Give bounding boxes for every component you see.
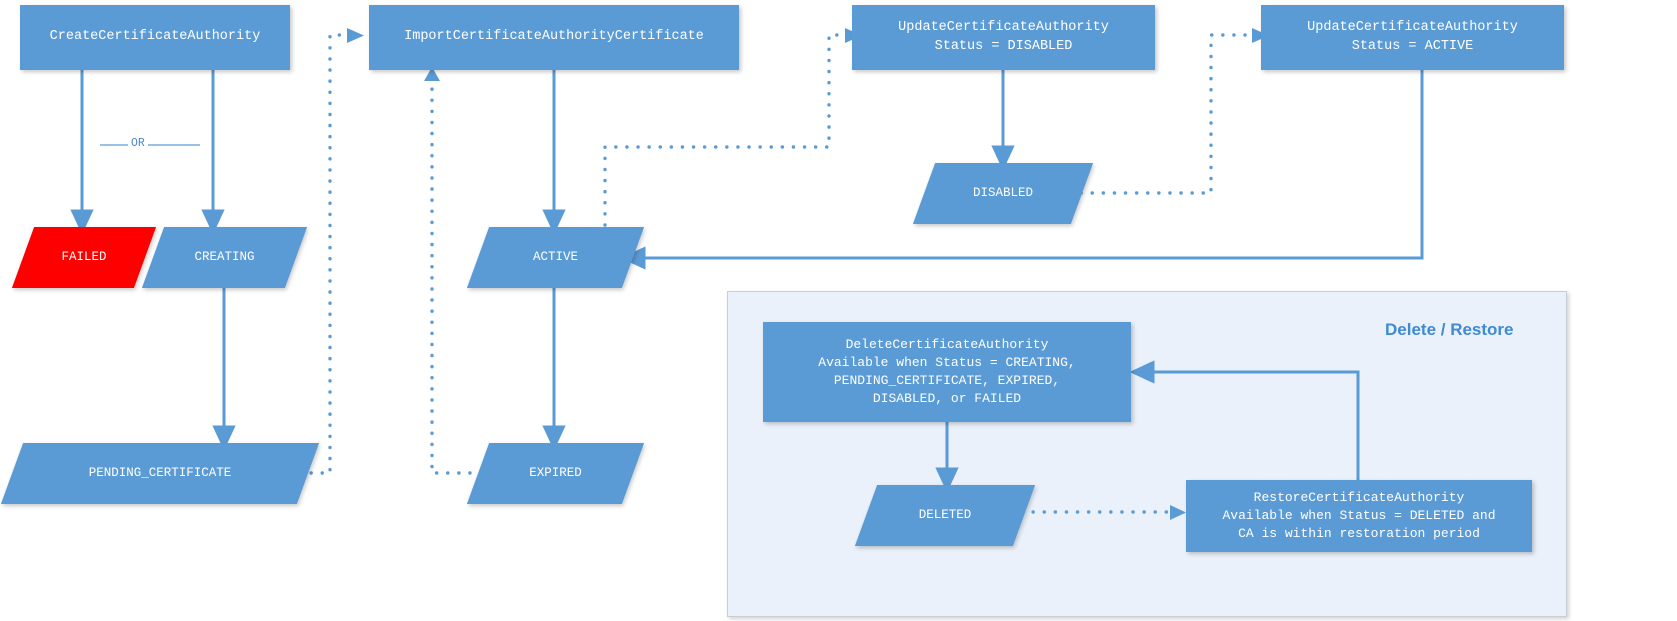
- edge-pending-to-import: [298, 33, 347, 475]
- node-delete-certificate-authority[interactable]: DeleteCertificateAuthority Available whe…: [763, 322, 1131, 422]
- node-label: UpdateCertificateAuthority Status = DISA…: [898, 19, 1109, 54]
- node-state-creating[interactable]: CREATING: [141, 227, 308, 288]
- node-label: DeleteCertificateAuthority Available whe…: [818, 337, 1076, 406]
- node-state-failed[interactable]: FAILED: [11, 227, 157, 288]
- node-label: DISABLED: [972, 185, 1033, 200]
- delete-restore-panel-title: Delete / Restore: [1385, 320, 1514, 339]
- node-label: RestoreCertificateAuthority Available wh…: [1222, 490, 1496, 541]
- node-label: UpdateCertificateAuthority Status = ACTI…: [1307, 19, 1518, 54]
- node-label: EXPIRED: [529, 465, 582, 480]
- edge-restore-to-delete: [1129, 360, 1360, 480]
- edge-expired-to-import: [430, 78, 472, 475]
- node-label: FAILED: [61, 249, 107, 264]
- node-state-active[interactable]: ACTIVE: [466, 227, 645, 288]
- node-state-disabled[interactable]: DISABLED: [912, 163, 1094, 224]
- node-state-deleted[interactable]: DELETED: [854, 485, 1036, 546]
- node-label: CREATING: [194, 249, 255, 264]
- node-label: PENDING_CERTIFICATE: [88, 465, 232, 480]
- node-create-certificate-authority[interactable]: CreateCertificateAuthority: [20, 5, 290, 70]
- node-restore-certificate-authority[interactable]: RestoreCertificateAuthority Available wh…: [1186, 480, 1532, 552]
- or-label: OR: [128, 137, 148, 150]
- node-label: ACTIVE: [532, 249, 578, 264]
- node-label: CreateCertificateAuthority: [49, 29, 261, 45]
- node-import-certificate-authority-certificate[interactable]: ImportCertificateAuthorityCertificate: [369, 5, 739, 70]
- node-update-certificate-authority-disabled[interactable]: UpdateCertificateAuthority Status = DISA…: [852, 5, 1155, 70]
- node-label: ImportCertificateAuthorityCertificate: [404, 29, 704, 45]
- node-state-pending-certificate[interactable]: PENDING_CERTIFICATE: [0, 443, 320, 504]
- node-label: DELETED: [918, 507, 972, 522]
- node-state-expired[interactable]: EXPIRED: [466, 443, 645, 504]
- node-update-certificate-authority-active[interactable]: UpdateCertificateAuthority Status = ACTI…: [1261, 5, 1564, 70]
- edge-update-active-to-active: [620, 70, 1424, 270]
